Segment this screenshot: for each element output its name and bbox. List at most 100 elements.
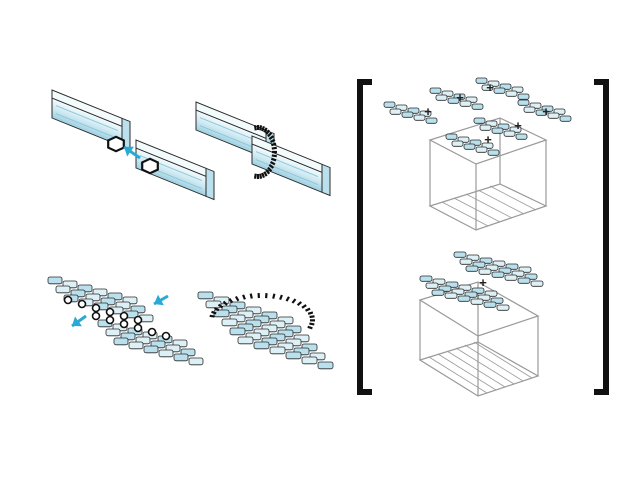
panel-part-joined (197, 291, 334, 370)
panel-cell (229, 327, 246, 336)
click-dash (263, 127, 268, 133)
panel-cell (431, 289, 445, 296)
step-connect-two-panels (47, 276, 204, 366)
left-bracket (357, 79, 372, 395)
panel-cell (478, 268, 492, 275)
panel-cell (425, 282, 439, 289)
arrow-head (72, 316, 82, 327)
panel-cell (505, 90, 518, 97)
plus-separator: + (514, 118, 522, 133)
click-dash (253, 173, 257, 179)
panel-cell (253, 341, 270, 350)
click-dash (307, 325, 313, 330)
panel-cell (197, 291, 214, 300)
plus-separator: + (456, 90, 464, 105)
click-dash (301, 304, 307, 309)
panel-cell (237, 336, 254, 345)
click-dash (261, 172, 265, 179)
frame-slat (446, 350, 506, 388)
arrow-head (124, 146, 134, 157)
panel-cell (444, 292, 458, 299)
click-dash (217, 303, 224, 309)
click-dash (242, 294, 246, 300)
panel-cell (205, 300, 222, 309)
top-panel-module (473, 117, 528, 140)
assembly-bracket-group: +++++++ (357, 77, 609, 397)
top-panel-module (383, 101, 438, 124)
connector-ring-icon (161, 331, 171, 341)
tube-groove (256, 159, 318, 186)
panel-cell (459, 100, 472, 107)
click-dash (268, 135, 275, 140)
panel-cell (504, 274, 518, 281)
hexagon-connector-icon (141, 157, 159, 175)
panel-cell (317, 361, 334, 370)
panel-cell (487, 149, 500, 156)
panel-cell (493, 87, 506, 94)
click-dash (268, 164, 275, 169)
panel-part-upper (47, 276, 154, 323)
click-dash (307, 311, 314, 315)
connector-ring-icon (105, 307, 115, 317)
click-arc-icon (209, 293, 316, 330)
panel-cell (491, 127, 504, 134)
click-dash (267, 132, 273, 138)
top-panel-module (445, 133, 500, 156)
panel-cell (473, 117, 486, 124)
click-dash (259, 173, 263, 179)
connector-ring-icon (133, 323, 143, 333)
panel-cell (419, 275, 433, 282)
top-panel-module (429, 87, 484, 110)
click-dash (209, 314, 215, 318)
arrow-head (154, 294, 164, 306)
frame-slat (473, 341, 533, 379)
panel-cell (481, 84, 494, 91)
panel-cell (301, 356, 318, 365)
panel-cell (158, 349, 174, 358)
connector-ring-icon (133, 315, 143, 325)
frame-slat (441, 201, 489, 227)
connector-ring-icon (91, 311, 101, 321)
panel-part-lower (97, 319, 204, 366)
tube-end-cap (205, 167, 215, 201)
click-dash (285, 296, 290, 302)
panel-cell (517, 277, 531, 284)
step-tubes-joined (195, 101, 331, 197)
cube-panel-module-back (453, 251, 544, 287)
panel-cell (435, 94, 448, 101)
arrow-icon (153, 294, 169, 306)
panel-cell (483, 301, 497, 308)
frame-slat (489, 185, 537, 211)
panel-cell (559, 115, 572, 122)
click-dash (309, 322, 315, 326)
step-connect-two-tubes (51, 89, 215, 201)
arrow-icon (123, 145, 141, 160)
connector-ring-icon (63, 295, 73, 305)
tube-part-left (51, 89, 131, 151)
click-dash (265, 129, 271, 135)
cube-panel-module-front (419, 275, 510, 311)
panel-cell (128, 341, 144, 350)
click-dash (271, 154, 277, 158)
panel-cell (47, 276, 63, 285)
hexagon-connector-icon (107, 135, 125, 153)
panel-cell (503, 130, 516, 137)
panel-cell (453, 251, 467, 258)
frame-slat (437, 353, 497, 391)
click-dash (271, 146, 277, 150)
panel-cell (105, 328, 121, 337)
click-dash (309, 315, 315, 319)
panel-cell (401, 111, 414, 118)
click-mark-icon (253, 125, 277, 179)
panel-cell (475, 77, 488, 84)
frame-bottom (428, 183, 548, 231)
click-dash (263, 171, 268, 177)
step-panels-joined (197, 291, 334, 370)
click-dash (228, 298, 234, 304)
panel-cell (113, 337, 129, 346)
panel-cell (451, 140, 464, 147)
tube-groove (56, 105, 118, 132)
arrow-icon (71, 314, 87, 328)
panel-cell (523, 106, 536, 113)
panel-cell (383, 101, 396, 108)
